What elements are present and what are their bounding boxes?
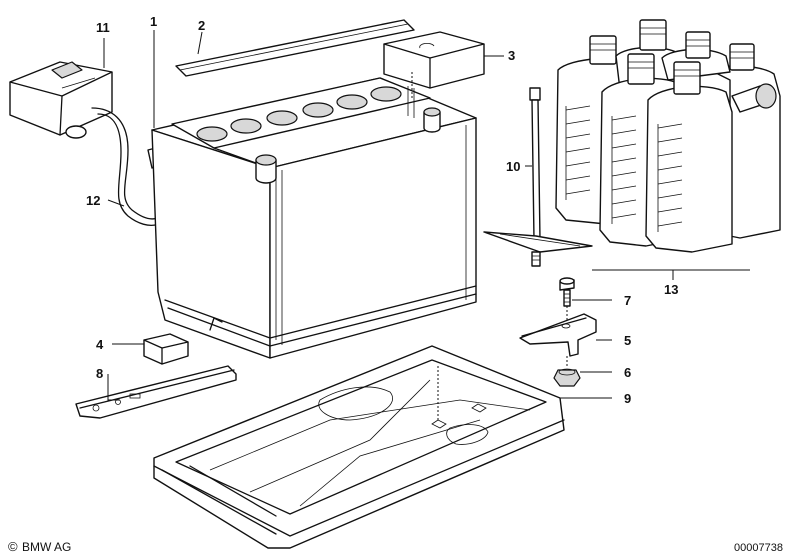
leader-lines xyxy=(103,30,750,401)
callout-10: 10 xyxy=(506,159,520,174)
part-electrolyte-bottles xyxy=(555,19,781,253)
callout-1: 1 xyxy=(150,14,157,29)
part-battery-cover-box xyxy=(9,61,113,139)
callout-11: 11 xyxy=(96,20,110,35)
copyright-symbol: © xyxy=(8,539,18,554)
callout-4: 4 xyxy=(96,337,104,352)
leader-2 xyxy=(197,31,203,55)
callout-7: 7 xyxy=(624,293,631,308)
diagram-number: 00007738 xyxy=(734,542,783,554)
callout-8: 8 xyxy=(96,366,103,381)
part-terminal-cover-strip xyxy=(175,19,415,77)
callouts: 11 1 2 3 12 4 8 10 13 7 5 6 9 xyxy=(86,14,678,406)
brand-credit: BMW AG xyxy=(22,540,71,554)
part-battery xyxy=(151,77,477,359)
part-terminal-cap xyxy=(383,31,485,100)
callout-12: 12 xyxy=(86,193,100,208)
leader-12 xyxy=(107,199,125,207)
callout-9: 9 xyxy=(624,391,631,406)
part-dipstick xyxy=(483,87,593,267)
callout-13: 13 xyxy=(664,282,678,297)
callout-2: 2 xyxy=(198,18,205,33)
part-bolt xyxy=(559,277,575,320)
part-hold-down-bar xyxy=(75,365,237,419)
part-small-block xyxy=(143,333,189,365)
callout-5: 5 xyxy=(624,333,631,348)
callout-6: 6 xyxy=(624,365,631,380)
callout-3: 3 xyxy=(508,48,515,63)
part-nut xyxy=(553,368,581,387)
leader-8 xyxy=(107,374,120,401)
footer: © BMW AG 00007738 xyxy=(8,539,783,554)
part-bracket xyxy=(519,313,597,366)
part-battery-tray xyxy=(153,345,565,549)
